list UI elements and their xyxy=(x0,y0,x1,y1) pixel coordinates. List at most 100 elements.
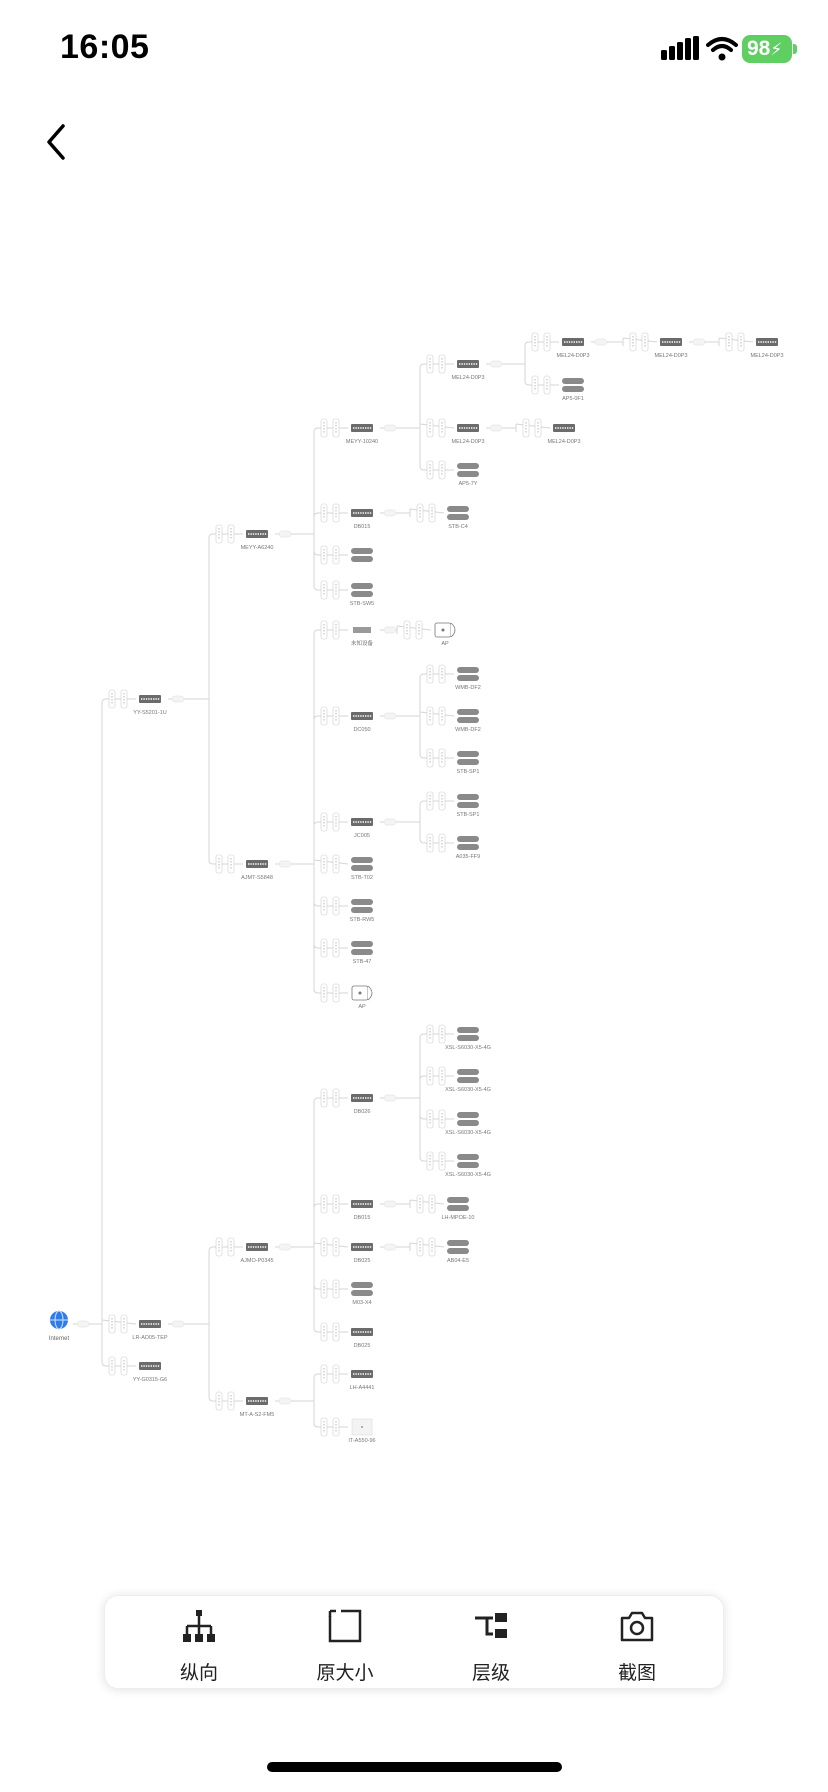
link-group xyxy=(168,524,243,874)
link-group xyxy=(380,791,454,853)
device-label: STB-47 xyxy=(353,959,372,965)
device-label: STB-RW5 xyxy=(350,917,375,923)
device-node[interactable]: DB025 xyxy=(351,1243,373,1264)
device-label: MT-A-S2-FM5 xyxy=(240,1412,275,1418)
device-node[interactable]: STB-RW5 xyxy=(350,899,375,923)
tool-vertical-label: 纵向 xyxy=(179,1662,218,1684)
device-node[interactable]: IT-A550-96 xyxy=(348,1418,376,1444)
device-label: JC005 xyxy=(354,833,370,839)
device-label: DB025 xyxy=(354,1343,371,1349)
device-label: MEYY-A6240 xyxy=(241,545,274,551)
device-node[interactable]: STB-SW5 xyxy=(350,583,374,607)
device-node[interactable]: DB015 xyxy=(351,1200,373,1221)
device-node[interactable]: LH-A4441 xyxy=(350,1370,375,1391)
tool-vertical[interactable]: 纵向 xyxy=(149,1596,249,1690)
internet-label: Internet xyxy=(49,1336,70,1342)
device-node[interactable] xyxy=(351,548,373,562)
device-node[interactable]: MEL24-D0P3 xyxy=(451,424,485,445)
device-node[interactable]: A035-FF9 xyxy=(456,836,480,860)
link-group xyxy=(168,1237,243,1411)
device-label: MEL24-D0P3 xyxy=(547,439,580,445)
device-label: YY-G0315-G6 xyxy=(133,1377,167,1383)
device-node[interactable]: AP xyxy=(351,985,373,1010)
device-node[interactable]: MT-A-S2-FM5 xyxy=(240,1397,275,1418)
device-label: DB026 xyxy=(354,1109,371,1115)
device-node[interactable]: XSL-S6030-X5-4G xyxy=(445,1112,491,1136)
device-label: WMB-DF2 xyxy=(455,685,481,691)
device-label: XSL-S6030-X5-4G xyxy=(445,1172,491,1178)
device-label: AJMT-S5848 xyxy=(241,875,273,881)
device-node[interactable]: WMB-DF2 xyxy=(455,709,481,733)
device-node[interactable]: STB-T02 xyxy=(351,857,373,881)
link-group xyxy=(380,354,455,480)
device-node[interactable]: JC005 xyxy=(351,818,373,839)
device-node[interactable]: STB-SP1 xyxy=(457,751,480,775)
device-label: WMB-DF2 xyxy=(455,727,481,733)
tool-hierarchy[interactable]: 层级 xyxy=(441,1596,541,1690)
device-node[interactable]: AP5-0F1 xyxy=(562,378,584,402)
device-node[interactable]: XSL-S6030-X5-4G xyxy=(445,1027,491,1051)
chevron-left-icon[interactable] xyxy=(44,122,68,162)
tool-original-size[interactable]: 原大小 xyxy=(295,1596,395,1690)
device-label: STB-C4 xyxy=(448,524,468,530)
device-node[interactable]: XSL-S6030-X5-4G xyxy=(445,1154,491,1178)
link-group xyxy=(275,620,349,1003)
charging-bolt-icon: ⚡ xyxy=(770,40,783,59)
device-node[interactable]: MEL24-D0P3 xyxy=(750,338,784,359)
battery-cap xyxy=(793,44,797,54)
device-node[interactable]: AP5-7Y xyxy=(457,463,479,487)
battery-indicator: 98⚡ xyxy=(742,35,792,63)
link-group xyxy=(486,418,551,438)
device-label: STB-T02 xyxy=(351,875,373,881)
tool-hierarchy-label: 层级 xyxy=(471,1662,510,1684)
link-group xyxy=(275,1364,348,1437)
device-node[interactable]: MEL24-D0P3 xyxy=(556,338,590,359)
device-node[interactable]: MEYY-10240 xyxy=(346,424,378,445)
device-node[interactable]: AP xyxy=(434,622,456,647)
device-label: AP5-0F1 xyxy=(562,396,584,402)
link-group xyxy=(73,689,137,1376)
device-node[interactable]: STB-C4 xyxy=(447,506,469,530)
device-node[interactable]: DB015 xyxy=(351,509,373,530)
device-label: MEYY-10240 xyxy=(346,439,378,445)
device-label: AB04-E5 xyxy=(447,1258,469,1264)
device-label: LH-MPOE-10 xyxy=(441,1215,474,1221)
tool-screenshot[interactable]: 截图 xyxy=(587,1596,687,1690)
device-node[interactable]: DC050 xyxy=(351,712,373,733)
internet-node[interactable]: Internet xyxy=(49,1310,70,1342)
device-node[interactable]: XSL-S6030-X5-4G xyxy=(445,1069,491,1093)
device-label: IT-A550-96 xyxy=(348,1438,375,1444)
device-node[interactable]: STB-SP1 xyxy=(457,794,480,818)
device-label: AP5-7Y xyxy=(459,481,478,487)
device-node[interactable]: LH-MPOE-10 xyxy=(441,1197,475,1221)
device-node[interactable]: 未知设备 xyxy=(351,627,374,647)
device-label: 未知设备 xyxy=(351,639,374,647)
device-node[interactable]: M03-X4 xyxy=(351,1282,373,1306)
device-node[interactable]: AJMT-S5848 xyxy=(241,860,273,881)
device-node[interactable]: WMB-DF2 xyxy=(455,667,481,691)
topology-tree[interactable]: Internet YY-S5201-1U LR-AD05-TEP YY-G0315-G… xyxy=(0,0,828,1520)
device-label: LH-A4441 xyxy=(350,1385,375,1391)
home-indicator xyxy=(267,1762,562,1772)
device-label: STB-SP1 xyxy=(457,812,480,818)
device-node[interactable]: MEL24-D0P3 xyxy=(547,424,581,445)
device-node[interactable]: MEL24-D0P3 xyxy=(451,360,485,381)
device-node[interactable]: STB-47 xyxy=(351,941,373,965)
device-node[interactable]: LR-AD05-TEP xyxy=(132,1320,168,1341)
device-node[interactable]: YY-S5201-1U xyxy=(133,695,167,716)
device-label: DB025 xyxy=(354,1258,371,1264)
device-node[interactable]: MEYY-A6240 xyxy=(241,530,274,551)
device-node[interactable]: MEL24-D0P3 xyxy=(654,338,688,359)
link-group xyxy=(380,664,455,768)
device-label: DC050 xyxy=(353,727,370,733)
device-node[interactable]: YY-G0315-G6 xyxy=(133,1362,167,1383)
link-group xyxy=(380,620,432,640)
device-node[interactable]: AJMO-P0345 xyxy=(240,1243,274,1264)
device-node[interactable]: AB04-E5 xyxy=(447,1240,469,1264)
device-label: MEL24-D0P3 xyxy=(556,353,589,359)
link-group xyxy=(275,418,348,600)
device-node[interactable]: DB026 xyxy=(351,1094,373,1115)
device-node[interactable]: DB025 xyxy=(351,1328,373,1349)
original-size-icon xyxy=(328,1609,362,1643)
